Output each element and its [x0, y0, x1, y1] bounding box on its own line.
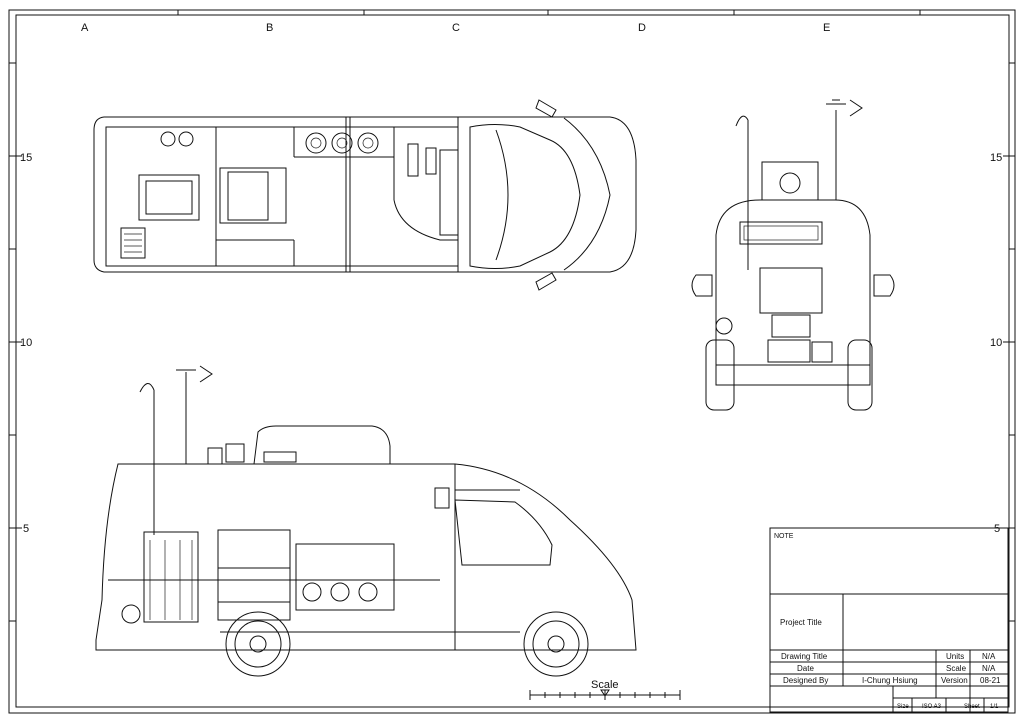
title-block	[769, 527, 1009, 713]
row-label-left-5: 5	[23, 523, 29, 535]
drawing-title-label: Drawing Title	[781, 652, 828, 661]
side-view	[95, 365, 637, 677]
sheet-label: Sheet	[964, 704, 980, 710]
note-label: NOTE	[774, 533, 794, 540]
row-label-right-5: 5	[994, 523, 1000, 535]
designed-by-value: I-Chung Hsiung	[862, 676, 918, 685]
units-value: N/A	[982, 652, 996, 661]
sheet-value: 1/1	[990, 704, 999, 710]
scale-title-label: Scale	[946, 664, 967, 673]
column-label-d: D	[638, 22, 646, 34]
size-value: ISO A3	[922, 704, 942, 710]
outer-frame	[8, 9, 1016, 714]
front-view	[691, 99, 895, 411]
inner-frame	[15, 14, 1010, 708]
zone-ticks	[9, 10, 1015, 622]
row-label-left-15: 15	[20, 152, 32, 164]
scale-value: N/A	[982, 664, 996, 673]
column-label-e: E	[823, 22, 830, 34]
row-label-right-15: 15	[990, 152, 1002, 164]
size-label: Size	[897, 704, 909, 710]
top-view	[93, 99, 637, 291]
designed-by-label: Designed By	[783, 676, 828, 685]
version-label: Version	[941, 676, 968, 685]
column-label-c: C	[452, 22, 460, 34]
units-label: Units	[946, 652, 964, 661]
row-label-left-10: 10	[20, 337, 32, 349]
scale-label: Scale	[591, 679, 619, 691]
project-title-label: Project Title	[780, 618, 822, 627]
row-label-right-10: 10	[990, 337, 1002, 349]
version-value: 08-21	[980, 676, 1001, 685]
column-label-a: A	[81, 22, 89, 34]
column-label-b: B	[266, 22, 273, 34]
scale-bar	[529, 689, 681, 700]
date-label: Date	[797, 664, 814, 673]
